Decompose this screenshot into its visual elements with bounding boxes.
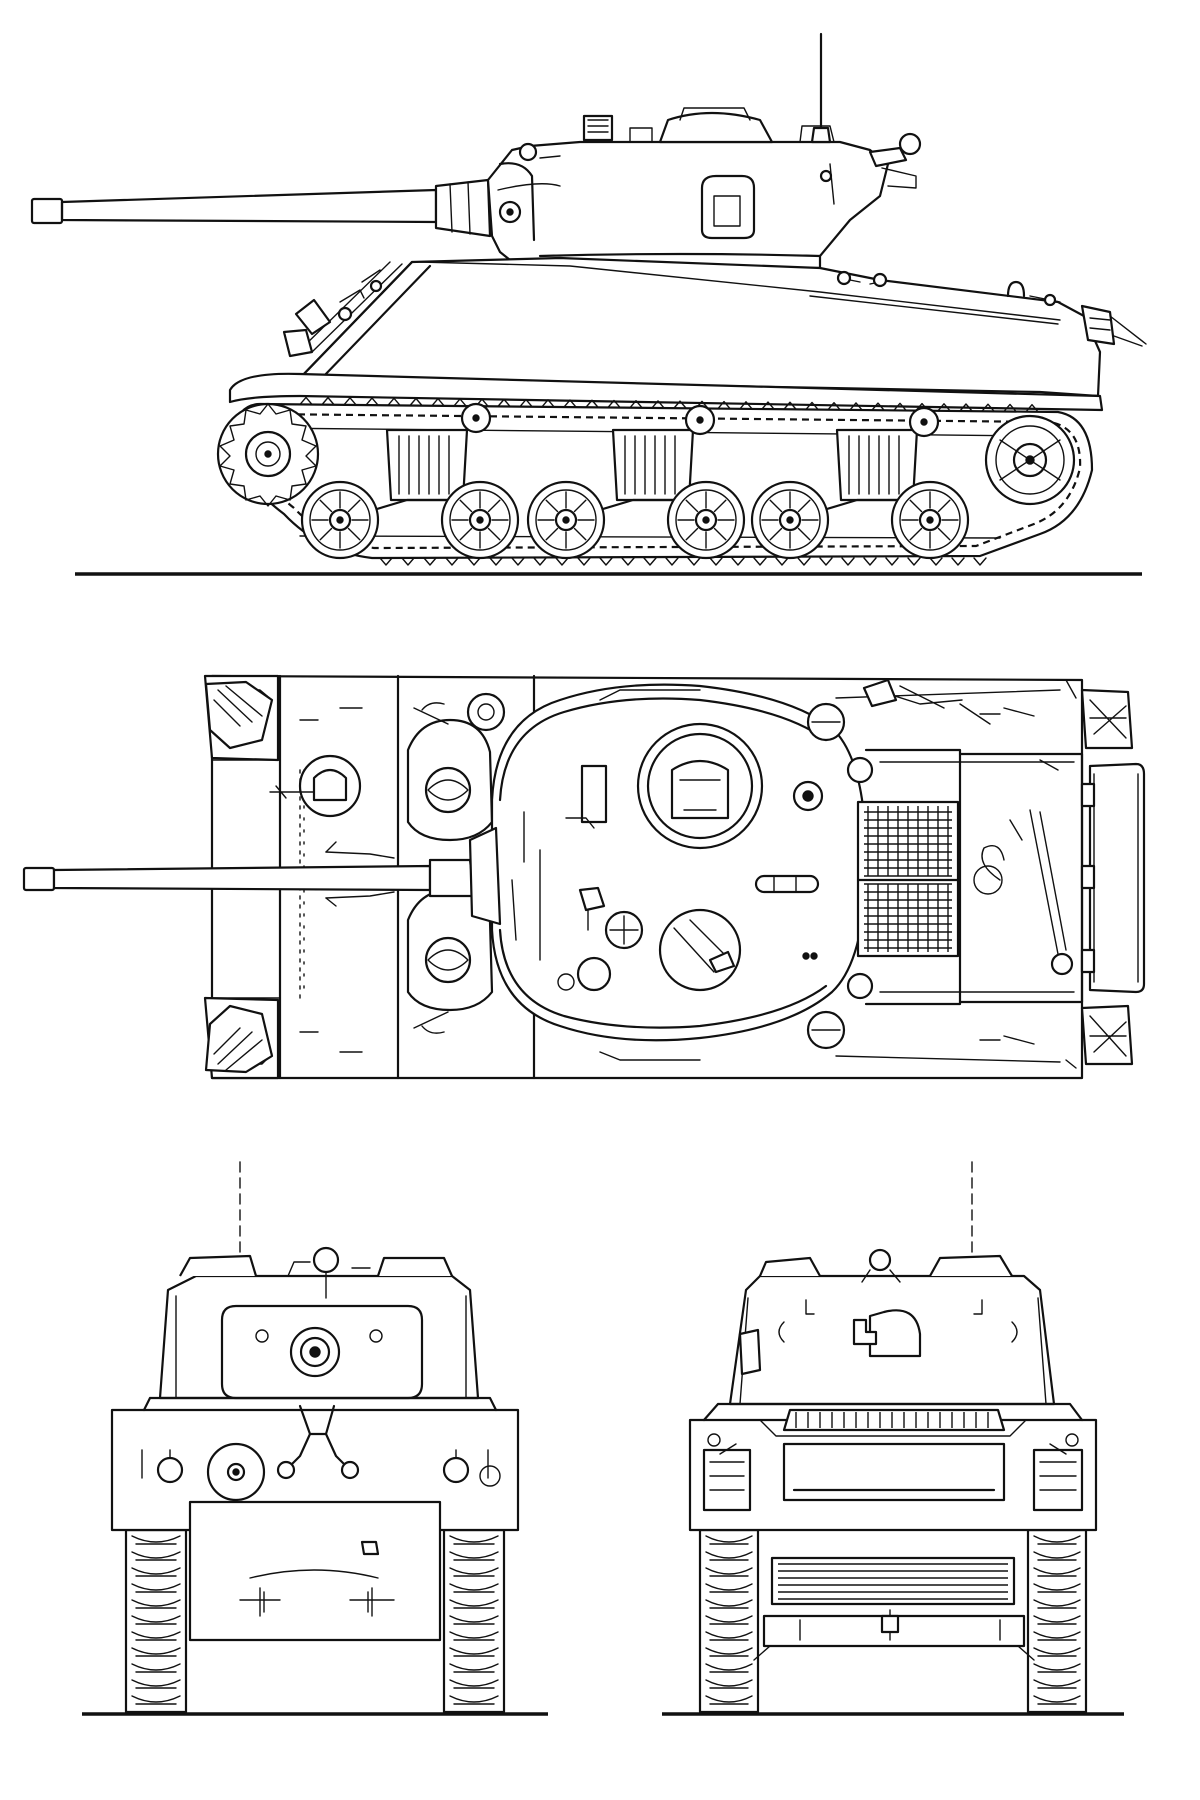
- side-bogies: [300, 428, 970, 560]
- top-gun: [22, 826, 502, 926]
- side-road-wheel: [890, 480, 970, 560]
- side-road-wheel: [526, 480, 606, 560]
- rear-exhaust-deflector: [770, 1556, 1016, 1606]
- front-track-links: [131, 1535, 499, 1705]
- side-turret: [486, 32, 922, 270]
- side-drive-sprocket: [216, 402, 320, 507]
- side-bogie: [750, 428, 970, 560]
- side-road-wheel: [300, 480, 380, 560]
- side-road-wheel: [666, 480, 746, 560]
- side-bogie: [300, 428, 520, 560]
- top-engine-grille: [856, 800, 960, 958]
- side-road-wheel: [750, 480, 830, 560]
- side-view: [30, 32, 1147, 576]
- side-hull: [228, 256, 1147, 412]
- front-lower-glacis: [188, 1500, 442, 1642]
- side-idler-wheel: [984, 414, 1076, 506]
- side-return-rollers: [460, 402, 940, 438]
- top-rear-plate: [1088, 762, 1146, 994]
- side-bogie: [526, 428, 746, 560]
- front-hull: [110, 1408, 520, 1532]
- rear-bustle-hatch: [868, 1309, 922, 1358]
- rear-track-links: [705, 1535, 1081, 1705]
- top-loader-hatch: [658, 908, 742, 992]
- top-view: [22, 674, 1146, 1080]
- rear-view: [662, 1161, 1124, 1716]
- side-road-wheel: [440, 480, 520, 560]
- front-view: [82, 1161, 548, 1716]
- side-gun: [30, 178, 492, 238]
